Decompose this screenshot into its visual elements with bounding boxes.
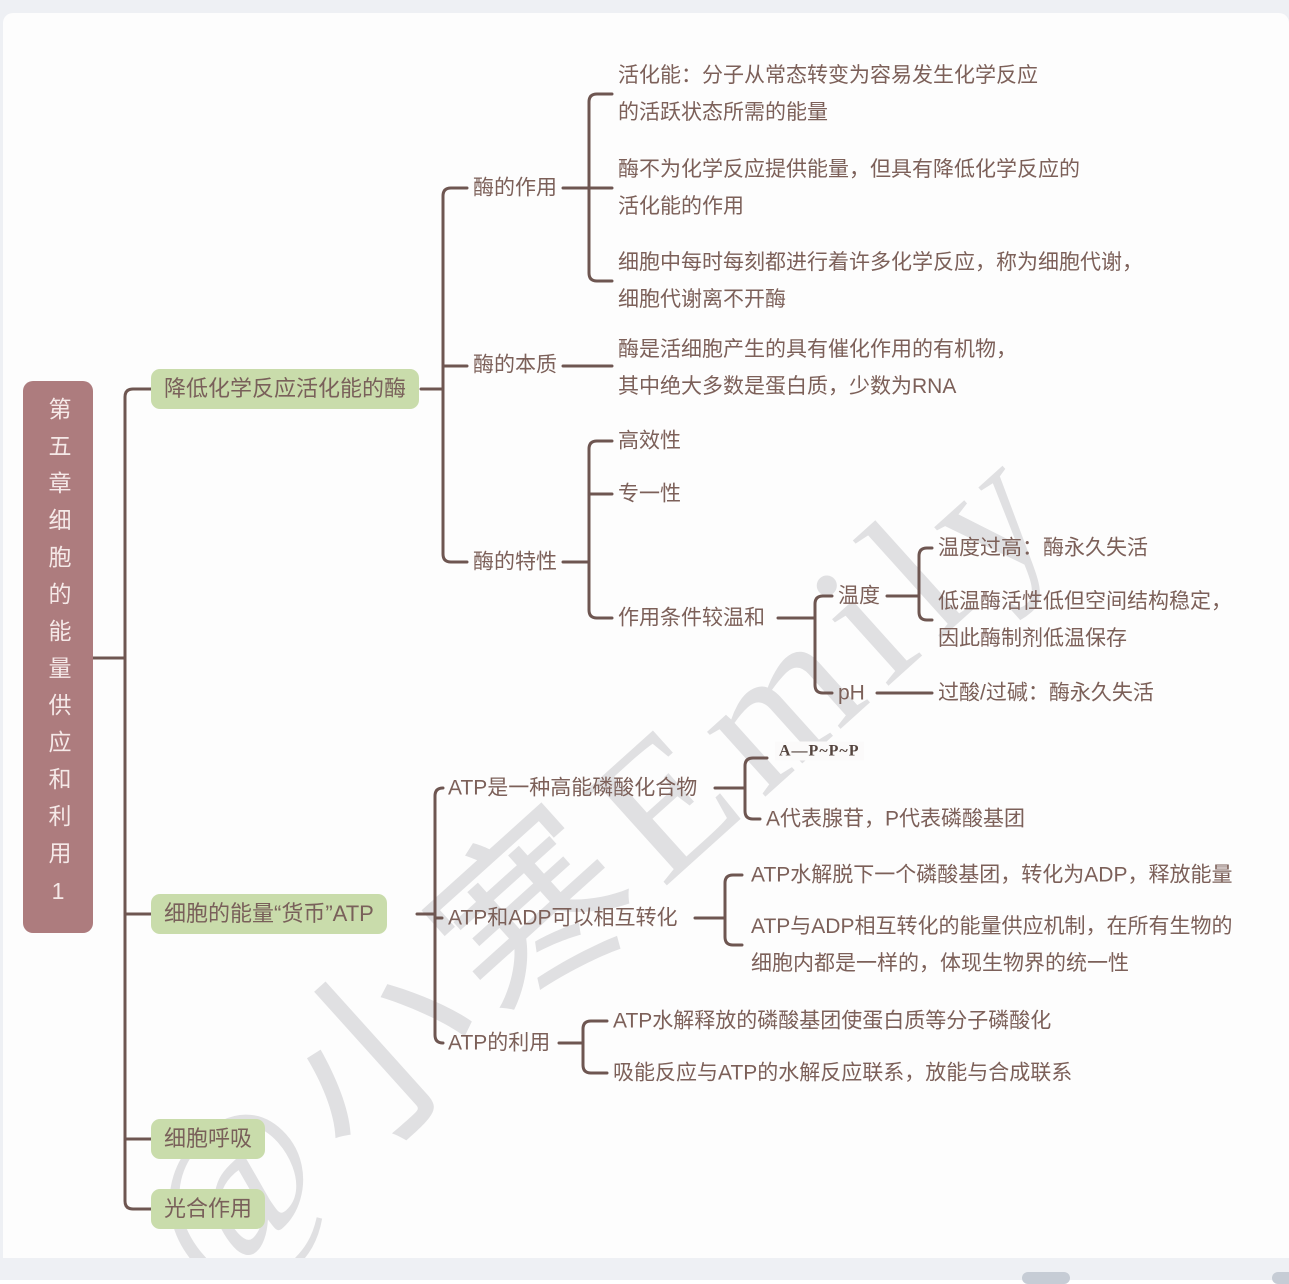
node-atp-conversion[interactable]: ATP和ADP可以相互转化 bbox=[448, 906, 678, 930]
note-line: A代表腺苷，P代表磷酸基团 bbox=[766, 807, 1026, 831]
note-activation-energy: 活化能：分子从常态转变为容易发生化学反应 的活跃状态所需的能量 bbox=[618, 57, 1038, 131]
note-line: ATP水解脱下一个磷酸基团，转化为ADP，释放能量 bbox=[751, 863, 1233, 887]
note-line: 因此酶制剂低温保存 bbox=[938, 627, 1127, 650]
node-enzyme-nature[interactable]: 酶的本质 bbox=[473, 353, 557, 377]
note-line: ATP水解释放的磷酸基团使蛋白质等分子磷酸化 bbox=[613, 1009, 1052, 1033]
note-line: 其中绝大多数是蛋白质，少数为RNA bbox=[618, 375, 957, 398]
node-specificity[interactable]: 专一性 bbox=[618, 482, 681, 506]
node-efficiency[interactable]: 高效性 bbox=[618, 429, 681, 453]
note-line: 低温酶活性低但空间结构稳定， bbox=[938, 590, 1232, 613]
note-atp-formula: A—P~P~P bbox=[775, 731, 864, 770]
atp-formula-text: A—P~P~P bbox=[775, 741, 864, 761]
note-atp-unity: ATP与ADP相互转化的能量供应机制，在所有生物的 细胞内都是一样的，体现生物界… bbox=[751, 908, 1232, 982]
note-line: 温度过高：酶永久失活 bbox=[938, 536, 1148, 560]
note-line: 酶不为化学反应提供能量，但具有降低化学反应的 bbox=[618, 158, 1080, 181]
note-metabolism: 细胞中每时每刻都进行着许多化学反应，称为细胞代谢， 细胞代谢离不开酶 bbox=[618, 244, 1143, 318]
note-line: 细胞中每时每刻都进行着许多化学反应，称为细胞代谢， bbox=[618, 251, 1143, 274]
connector-lines bbox=[91, 92, 934, 1211]
note-line: ATP与ADP相互转化的能量供应机制，在所有生物的 bbox=[751, 915, 1233, 938]
note-high-temp: 温度过高：酶永久失活 bbox=[938, 530, 1148, 567]
bottom-bar-handle[interactable] bbox=[1272, 1272, 1289, 1284]
node-ph[interactable]: pH bbox=[838, 681, 865, 705]
bottom-bar-handle[interactable] bbox=[1022, 1272, 1070, 1284]
note-atp-hydrolysis: ATP水解脱下一个磷酸基团，转化为ADP，释放能量 bbox=[751, 857, 1232, 894]
note-atp-coupling: 吸能反应与ATP的水解反应联系，放能与合成联系 bbox=[613, 1055, 1072, 1092]
note-line: 活化能的作用 bbox=[618, 195, 744, 218]
note-line: 过酸/过碱：酶永久失活 bbox=[938, 681, 1154, 705]
node-temperature[interactable]: 温度 bbox=[838, 584, 880, 608]
node-mild-conditions[interactable]: 作用条件较温和 bbox=[618, 606, 765, 630]
node-enzyme-properties[interactable]: 酶的特性 bbox=[473, 550, 557, 574]
note-line: 吸能反应与ATP的水解反应联系，放能与合成联系 bbox=[613, 1061, 1073, 1085]
note-line: 细胞代谢离不开酶 bbox=[618, 288, 786, 311]
note-atp-meaning: A代表腺苷，P代表磷酸基团 bbox=[766, 801, 1025, 838]
node-atp-high-energy[interactable]: ATP是一种高能磷酸化合物 bbox=[448, 776, 698, 800]
branch-photosynthesis[interactable]: 光合作用 bbox=[151, 1189, 266, 1229]
note-line: 活化能：分子从常态转变为容易发生化学反应 bbox=[618, 64, 1038, 87]
note-enzyme-definition: 酶是活细胞产生的具有催化作用的有机物， 其中绝大多数是蛋白质，少数为RNA bbox=[618, 331, 1017, 405]
note-line: 细胞内都是一样的，体现生物界的统一性 bbox=[751, 952, 1129, 975]
note-line: 的活跃状态所需的能量 bbox=[618, 101, 828, 124]
root-topic[interactable]: 第五章细胞的能量供应和利用1 bbox=[23, 381, 93, 933]
note-low-temp: 低温酶活性低但空间结构稳定， 因此酶制剂低温保存 bbox=[938, 583, 1232, 657]
note-line: 酶是活细胞产生的具有催化作用的有机物， bbox=[618, 338, 1017, 361]
branch-atp[interactable]: 细胞的能量“货币”ATP bbox=[151, 894, 387, 934]
node-enzyme-action[interactable]: 酶的作用 bbox=[473, 176, 557, 200]
note-ph-extreme: 过酸/过碱：酶永久失活 bbox=[938, 675, 1154, 712]
mindmap-card: @小寒Emily bbox=[3, 13, 1289, 1258]
node-atp-usage[interactable]: ATP的利用 bbox=[448, 1031, 551, 1055]
note-no-energy: 酶不为化学反应提供能量，但具有降低化学反应的 活化能的作用 bbox=[618, 151, 1080, 225]
note-atp-phosphorylation: ATP水解释放的磷酸基团使蛋白质等分子磷酸化 bbox=[613, 1003, 1051, 1040]
branch-enzyme[interactable]: 降低化学反应活化能的酶 bbox=[151, 369, 420, 409]
branch-respiration[interactable]: 细胞呼吸 bbox=[151, 1119, 266, 1159]
